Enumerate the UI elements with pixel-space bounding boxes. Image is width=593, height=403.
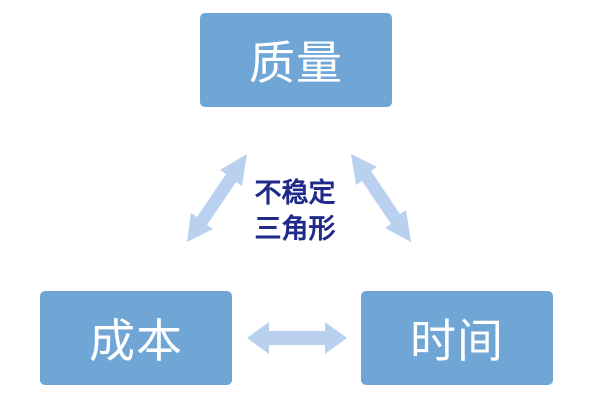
node-quality: 质量 [200, 13, 392, 107]
arrow-quality-time [345, 150, 415, 245]
node-time: 时间 [361, 291, 553, 385]
double-arrow-shape [187, 154, 247, 242]
node-cost-label: 成本 [89, 314, 183, 368]
double-arrow-shape [351, 154, 411, 242]
arrow-quality-cost [185, 150, 255, 245]
center-label-line1: 不稳定 [254, 178, 336, 209]
center-label-line2: 三角形 [254, 214, 336, 245]
center-label: 不稳定 三角形 [230, 176, 360, 248]
node-time-label: 时间 [410, 314, 504, 368]
arrow-cost-time [245, 320, 349, 356]
node-cost: 成本 [40, 291, 232, 385]
double-arrow-shape [247, 322, 347, 354]
node-quality-label: 质量 [249, 36, 343, 90]
